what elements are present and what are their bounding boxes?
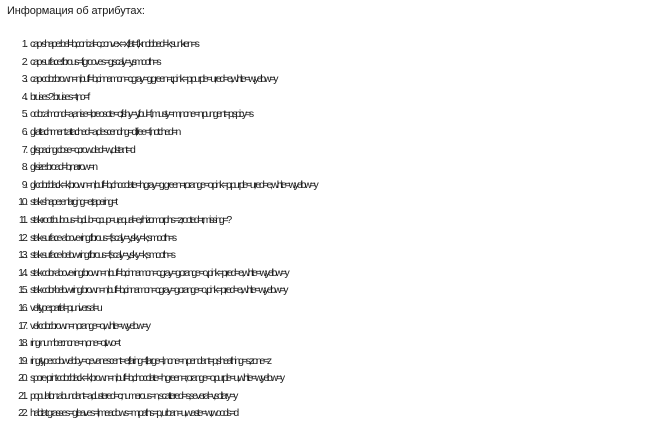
- item-text: gill-spacing: close=c,crowded=w,distant=…: [30, 143, 136, 156]
- item-text: stalk-surface-below-ring: fibrous=f,scal…: [30, 249, 176, 262]
- item-text: odor: almond=a,anise=l,creosote=c,fishy=…: [30, 108, 254, 121]
- item-number: 3.: [21, 73, 29, 86]
- item-text: habitat: grasses=g,leaves=l,meadows=m,pa…: [30, 407, 239, 420]
- list-item: 13.stalk-surface-below-ring: fibrous=f,s…: [0, 247, 672, 265]
- list-item: 9.gill-color: black=k,brown=n,buff=b,cho…: [0, 177, 672, 195]
- item-text: stalk-color-above-ring: brown=n,buff=b,c…: [30, 266, 290, 279]
- item-number: 22.: [18, 407, 28, 420]
- list-item: 7.gill-spacing: close=c,crowded=w,distan…: [0, 142, 672, 160]
- list-item: 10.stalk-shape: enlarging=e,tapering=t: [0, 194, 672, 212]
- item-number: 21.: [18, 389, 28, 402]
- item-number: 20.: [18, 372, 28, 385]
- item-number: 8.: [21, 161, 29, 174]
- item-text: veil-color: brown=n,orange=o,white=w,yel…: [30, 319, 151, 332]
- list-item: 22.habitat: grasses=g,leaves=l,meadows=m…: [0, 405, 672, 423]
- item-number: 4.: [21, 90, 29, 103]
- list-item: 20.spore-print-color: black=k,brown=n,bu…: [0, 370, 672, 388]
- page-heading: Информация об атрибутах:: [7, 5, 145, 17]
- item-text: spore-print-color: black=k,brown=n,buff=…: [30, 372, 285, 385]
- list-item: 14.stalk-color-above-ring: brown=n,buff=…: [0, 265, 672, 283]
- attribute-list: 1.cap-shape: bell=b,conical=c,convex=x,f…: [0, 36, 672, 423]
- item-number: 10.: [18, 196, 28, 209]
- item-number: 12.: [18, 231, 28, 244]
- item-number: 19.: [18, 354, 28, 367]
- list-item: 17.veil-color: brown=n,orange=o,white=w,…: [0, 318, 672, 336]
- list-item: 3.cap-color: brown=n,buff=b,cinnamon=c,g…: [0, 71, 672, 89]
- list-item: 16.veil-type: partial=p,universal=u: [0, 300, 672, 318]
- item-number: 11.: [18, 213, 28, 226]
- list-item: 4.bruises?: bruises=t,no=f: [0, 89, 672, 107]
- item-number: 2.: [21, 55, 29, 68]
- list-item: 21.population: abundant=a,clustered=c,nu…: [0, 388, 672, 406]
- item-text: veil-type: partial=p,universal=u: [30, 301, 103, 314]
- item-number: 6.: [21, 125, 29, 138]
- item-text: bruises?: bruises=t,no=f: [30, 90, 90, 103]
- item-text: gill-attachment: attached=a,descending=d…: [30, 125, 181, 138]
- list-item: 1.cap-shape: bell=b,conical=c,convex=x,f…: [0, 36, 672, 54]
- item-number: 14.: [18, 266, 28, 279]
- list-item: 12.stalk-surface-above-ring: fibrous=f,s…: [0, 230, 672, 248]
- item-number: 18.: [18, 337, 28, 350]
- item-text: gill-size: broad=b,narrow=n: [30, 161, 98, 174]
- item-number: 17.: [18, 319, 28, 332]
- item-text: stalk-shape: enlarging=e,tapering=t: [30, 196, 118, 209]
- item-number: 7.: [21, 143, 29, 156]
- item-text: ring-number: none=n,one=o,two=t: [30, 337, 121, 350]
- item-number: 15.: [18, 284, 28, 297]
- item-text: ring-type: cobwebby=c,evanescent=e,flari…: [30, 354, 272, 367]
- item-number: 16.: [18, 301, 28, 314]
- item-text: stalk-surface-above-ring: fibrous=f,scal…: [30, 231, 177, 244]
- list-item: 15.stalk-color-below-ring: brown=n,buff=…: [0, 282, 672, 300]
- item-text: cap-surface: fibrous=f,grooves=g,scaly=y…: [30, 55, 162, 68]
- item-text: stalk-root: bulbous=b,club=c,cup=u,equal…: [30, 213, 232, 226]
- item-text: population: abundant=a,clustered=c,numer…: [30, 389, 238, 402]
- item-number: 13.: [18, 249, 28, 262]
- item-text: stalk-color-below-ring: brown=n,buff=b,c…: [30, 284, 289, 297]
- list-item: 11.stalk-root: bulbous=b,club=c,cup=u,eq…: [0, 212, 672, 230]
- list-item: 18.ring-number: none=n,one=o,two=t: [0, 335, 672, 353]
- item-number: 9.: [21, 178, 29, 191]
- item-text: cap-color: brown=n,buff=b,cinnamon=c,gra…: [30, 73, 279, 86]
- item-number: 5.: [21, 108, 29, 121]
- list-item: 5.odor: almond=a,anise=l,creosote=c,fish…: [0, 106, 672, 124]
- item-text: cap-shape: bell=b,conical=c,convex=x,fla…: [30, 38, 200, 50]
- list-item: 6.gill-attachment: attached=a,descending…: [0, 124, 672, 142]
- item-text: gill-color: black=k,brown=n,buff=b,choco…: [30, 178, 319, 191]
- list-item: 2.cap-surface: fibrous=f,grooves=g,scaly…: [0, 54, 672, 72]
- item-number: 1.: [21, 38, 29, 50]
- list-item: 19.ring-type: cobwebby=c,evanescent=e,fl…: [0, 353, 672, 371]
- list-item: 8.gill-size: broad=b,narrow=n: [0, 159, 672, 177]
